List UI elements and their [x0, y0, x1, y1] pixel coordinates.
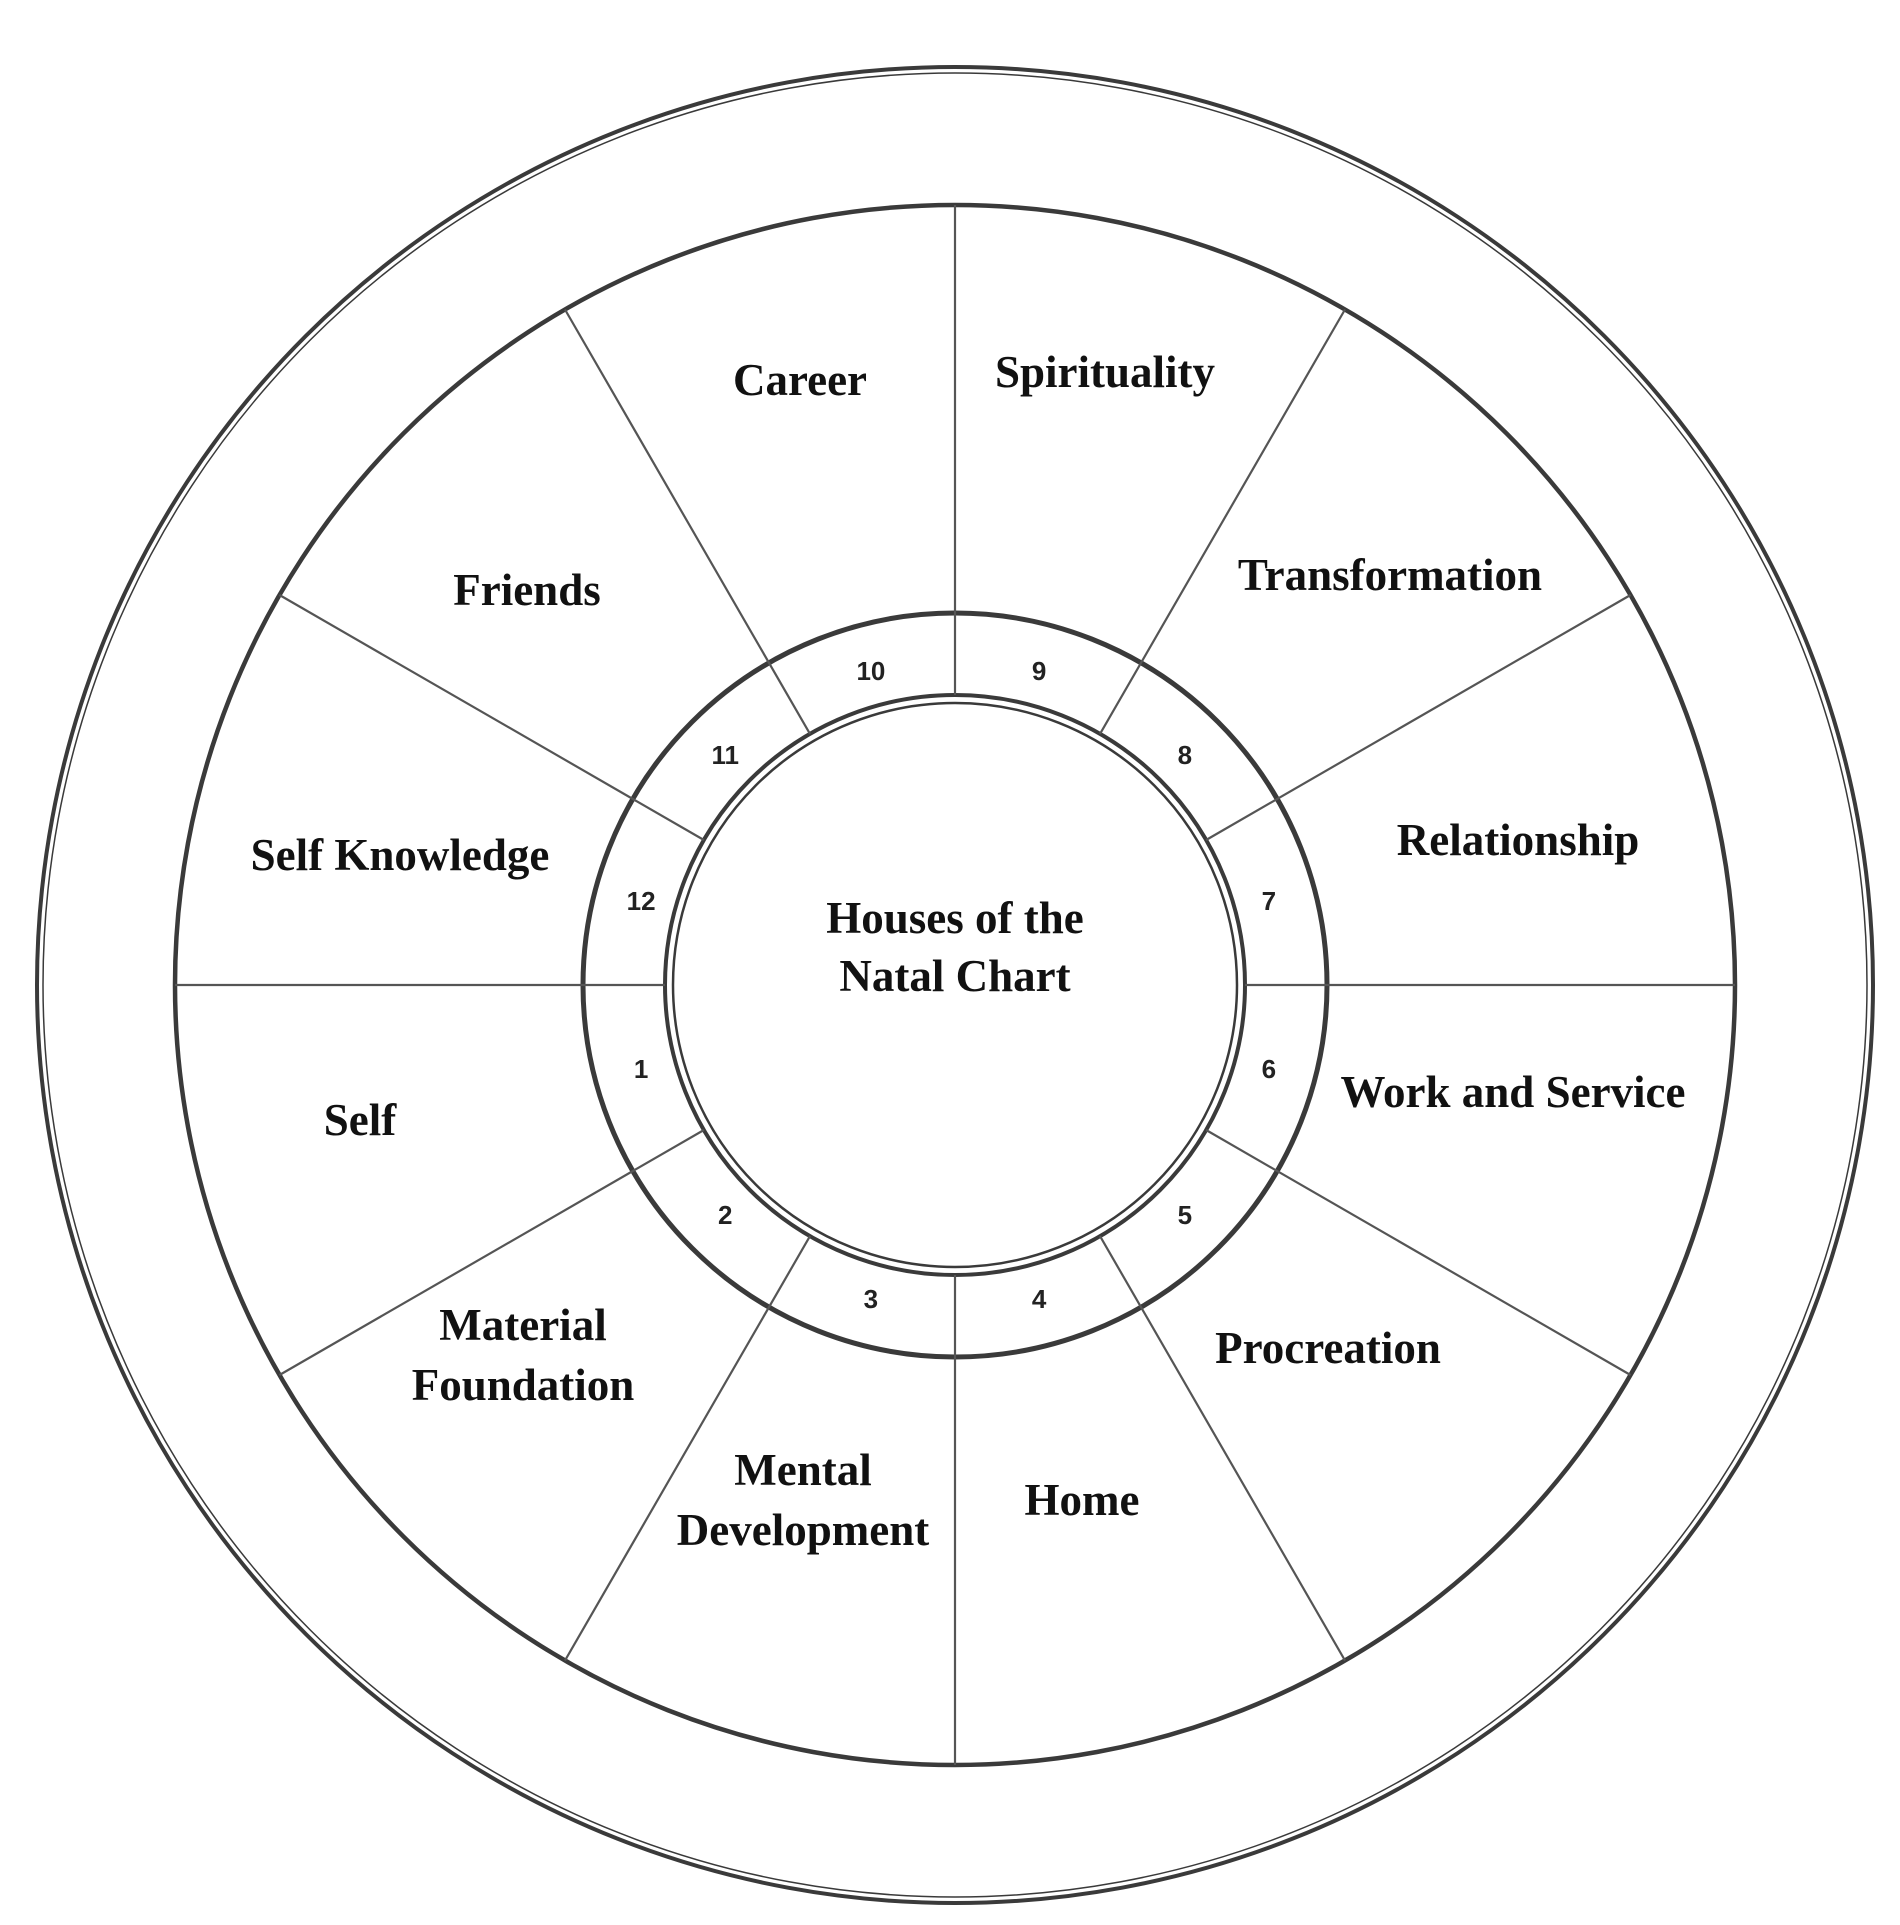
- house-name-2-line-2: Foundation: [412, 1360, 635, 1410]
- center-title-line-1: Houses of the: [826, 893, 1084, 943]
- outer-ring: [35, 65, 1875, 1905]
- outer-ring-inner-edge: [42, 72, 1868, 1898]
- house-divider: [278, 1129, 705, 1376]
- house-number-2: 2: [718, 1200, 732, 1230]
- house-number-7: 7: [1262, 886, 1276, 916]
- house-name-7: Relationship: [1397, 815, 1640, 865]
- house-number-10: 10: [856, 656, 885, 686]
- house-name-2-line-1: Material: [439, 1300, 606, 1350]
- center-ring-inner: [671, 701, 1239, 1269]
- house-divider: [564, 1235, 811, 1662]
- house-divider: [278, 594, 705, 841]
- house-name-6: Work and Service: [1341, 1067, 1686, 1117]
- house-name-5: Procreation: [1215, 1323, 1441, 1373]
- house-number-6: 6: [1262, 1054, 1276, 1084]
- house-name-4: Home: [1025, 1475, 1140, 1525]
- house-divider: [1099, 1235, 1346, 1662]
- house-name-3-line-1: Mental: [734, 1445, 871, 1495]
- house-number-12: 12: [627, 886, 656, 916]
- house-number-5: 5: [1178, 1200, 1192, 1230]
- house-divider: [564, 308, 811, 735]
- house-number-4: 4: [1032, 1284, 1047, 1314]
- house-number-1: 1: [634, 1054, 648, 1084]
- house-name-9: Spirituality: [995, 347, 1216, 397]
- house-number-11: 11: [711, 740, 739, 770]
- house-name-12: Self Knowledge: [251, 830, 550, 880]
- house-dividers: [175, 205, 1735, 1765]
- house-divider: [1099, 308, 1346, 735]
- house-name-10: Career: [733, 355, 867, 405]
- house-number-8: 8: [1178, 740, 1192, 770]
- house-divider: [1205, 1129, 1632, 1376]
- house-name-3-line-2: Development: [677, 1505, 929, 1555]
- house-divider: [1205, 594, 1632, 841]
- house-name-1: Self: [324, 1095, 398, 1145]
- house-number-3: 3: [864, 1284, 878, 1314]
- house-number-9: 9: [1032, 656, 1046, 686]
- house-name-8: Transformation: [1238, 550, 1542, 600]
- house-name-11: Friends: [453, 565, 601, 615]
- center-title-line-2: Natal Chart: [839, 951, 1070, 1001]
